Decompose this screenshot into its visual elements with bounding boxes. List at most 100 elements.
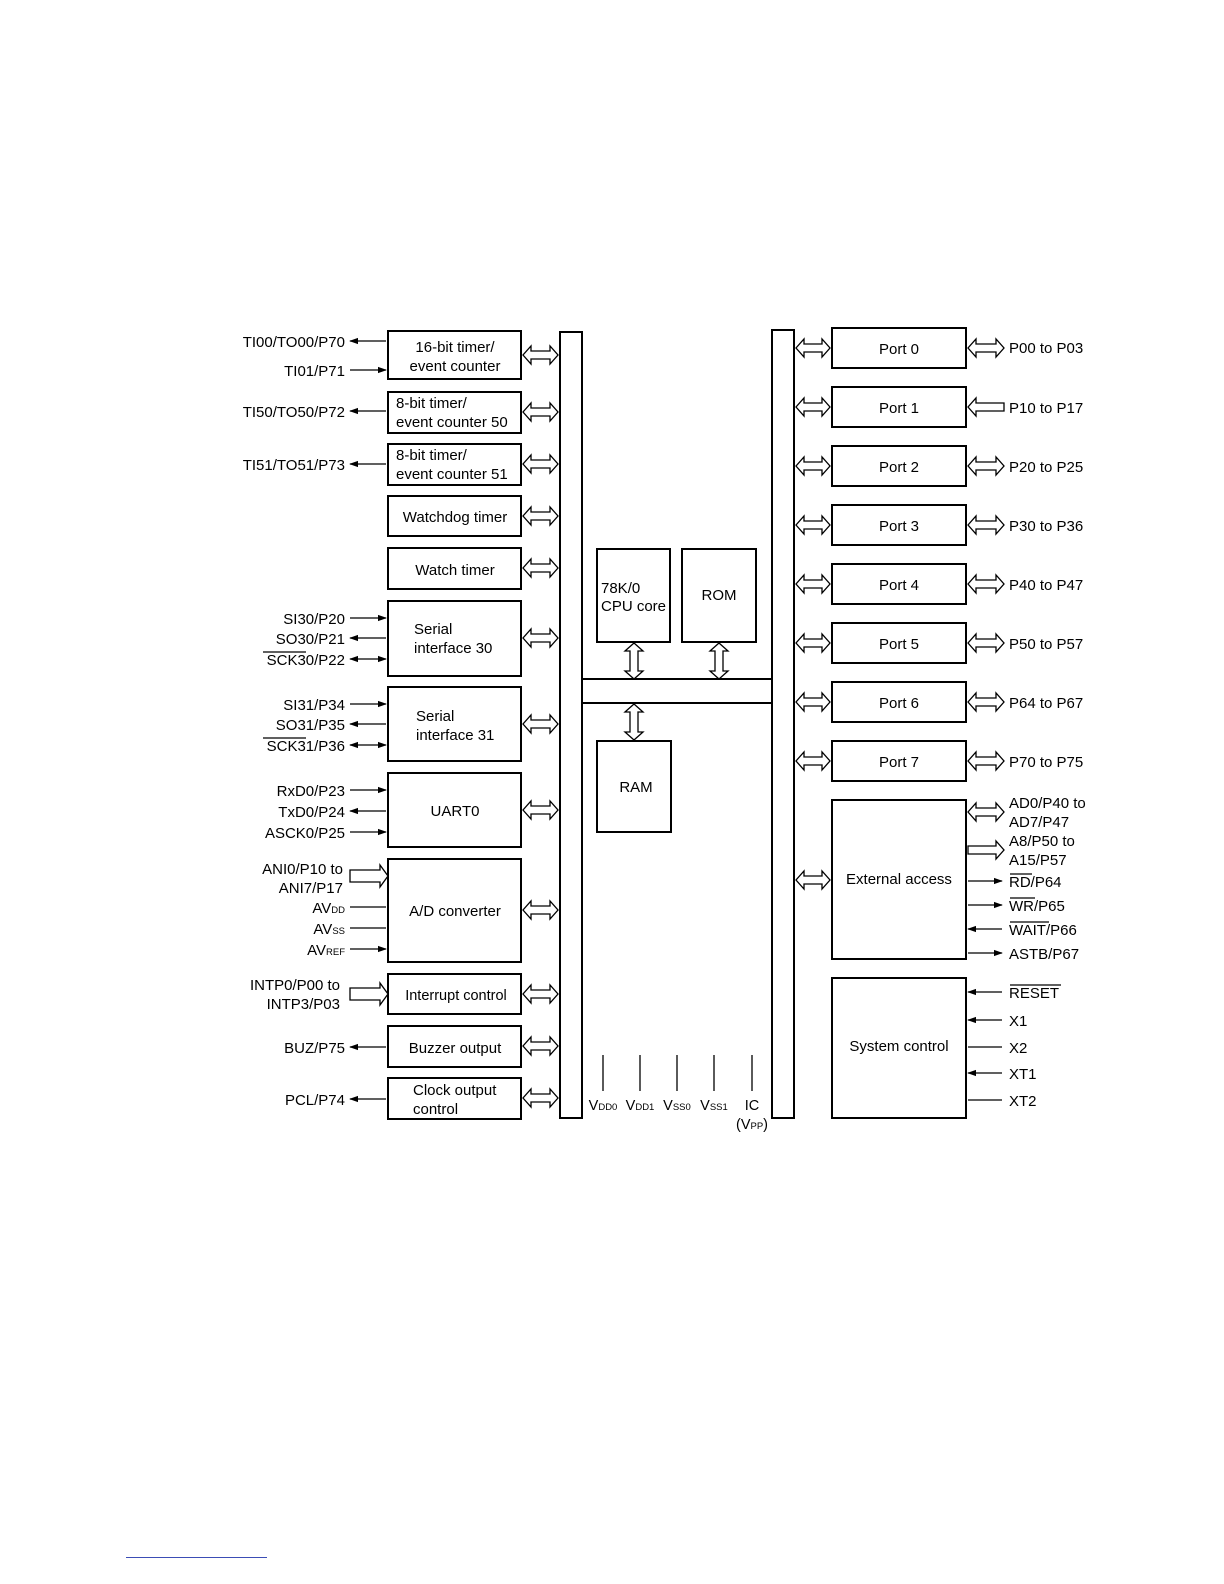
adc-bus-arrow bbox=[522, 899, 559, 921]
timer51-label-1: 8-bit timer/ bbox=[396, 447, 468, 464]
port-2-bus-arrow bbox=[795, 455, 831, 477]
port-6-label: Port 6 bbox=[879, 695, 919, 712]
rom-bus-arrow bbox=[708, 642, 730, 680]
port-6-pin-arrow bbox=[967, 691, 1005, 713]
ad-converter-label: A/D converter bbox=[409, 903, 501, 920]
timer51-bus-arrow bbox=[522, 453, 559, 475]
port-3-label: Port 3 bbox=[879, 518, 919, 535]
watch-timer-block: Watch timer bbox=[387, 547, 522, 590]
external-access-block: External access bbox=[831, 799, 967, 960]
port-0-pin-arrow bbox=[967, 337, 1005, 359]
pin-ani-label-2: ANI7/P17 bbox=[279, 880, 343, 897]
pin-a8-label-2: A15/P57 bbox=[1009, 852, 1067, 869]
pin-p4-label: P40 to P47 bbox=[1009, 577, 1083, 594]
pin-p3-label: P30 to P36 bbox=[1009, 518, 1083, 535]
pin-si31-label: SI31/P34 bbox=[283, 697, 345, 714]
timer50-label-1: 8-bit timer/ bbox=[396, 395, 468, 412]
pin-astb-label: ASTB/P67 bbox=[1009, 946, 1079, 963]
vss1-label: VSS1 bbox=[700, 1098, 728, 1114]
port-2-label: Port 2 bbox=[879, 459, 919, 476]
timer50-bus-arrow bbox=[522, 401, 559, 423]
ram-bus-arrow bbox=[623, 703, 645, 741]
right-pin-lines bbox=[967, 877, 1003, 1101]
serial30-label-1: Serial bbox=[414, 621, 452, 638]
port-0-label: Port 0 bbox=[879, 341, 919, 358]
pin-ti00-label: TI00/TO00/P70 bbox=[243, 334, 345, 351]
port-7-pin-arrow bbox=[967, 750, 1005, 772]
pin-so31-label: SO31/P35 bbox=[276, 717, 345, 734]
port-2-pin-arrow bbox=[967, 455, 1005, 477]
pin-p6-label: P64 to P67 bbox=[1009, 695, 1083, 712]
port-7-block: Port 7 bbox=[831, 740, 967, 782]
pin-p1-label: P10 to P17 bbox=[1009, 400, 1083, 417]
serial30-label-2: interface 30 bbox=[414, 640, 492, 657]
serial31-block: Serial interface 31 bbox=[387, 686, 522, 762]
uart0-bus-arrow bbox=[522, 799, 559, 821]
pin-avdd-label: AVDD bbox=[312, 900, 345, 917]
pin-ti50-label: TI50/TO50/P72 bbox=[243, 404, 345, 421]
cpu-core-label-2: CPU core bbox=[601, 598, 666, 615]
pin-ti51-label: TI51/TO51/P73 bbox=[243, 457, 345, 474]
pin-avref-label: AVREF bbox=[307, 942, 345, 959]
pin-txd0-label: TxD0/P24 bbox=[278, 804, 345, 821]
cpu-core-label-1: 78K/0 bbox=[601, 580, 640, 597]
port-0-block: Port 0 bbox=[831, 327, 967, 369]
vss0-label: VSS0 bbox=[663, 1098, 691, 1114]
pin-si30-label: SI30/P20 bbox=[283, 611, 345, 628]
pin-p7-label: P70 to P75 bbox=[1009, 754, 1083, 771]
ram-label: RAM bbox=[619, 779, 652, 796]
pin-so30-label: SO30/P21 bbox=[276, 631, 345, 648]
serial30-bus-arrow bbox=[522, 627, 559, 649]
address-data-pin-arrow bbox=[967, 801, 1005, 823]
right-internal-bus bbox=[771, 329, 795, 1119]
port-6-bus-arrow bbox=[795, 691, 831, 713]
port-1-bus-arrow bbox=[795, 396, 831, 418]
watchdog-timer-label: Watchdog timer bbox=[403, 509, 507, 526]
timer16-bus-arrow bbox=[522, 344, 559, 366]
port-5-block: Port 5 bbox=[831, 622, 967, 664]
pin-ti01-label: TI01/P71 bbox=[284, 363, 345, 380]
timer50-block: 8-bit timer/ event counter 50 bbox=[387, 391, 522, 434]
port-pin-arrows bbox=[967, 337, 1005, 861]
port-blocks: Port 0 Port 1 Port 2 Port 3 Port 4 Port … bbox=[831, 327, 967, 782]
footer-rule bbox=[126, 1557, 267, 1558]
port-4-bus-arrow bbox=[795, 573, 831, 595]
pin-sck30-label: SCK30/P22 bbox=[267, 652, 345, 669]
buzzer-output-block: Buzzer output bbox=[387, 1025, 522, 1068]
pin-p0-label: P00 to P03 bbox=[1009, 340, 1083, 357]
address-high-pin-arrow bbox=[967, 839, 1005, 861]
uart0-block: UART0 bbox=[387, 772, 522, 848]
timer51-block: 8-bit timer/ event counter 51 bbox=[387, 443, 522, 486]
pin-xt2-label: XT2 bbox=[1009, 1093, 1037, 1110]
pin-x1-label: X1 bbox=[1009, 1013, 1027, 1030]
pin-x2-label: X2 bbox=[1009, 1040, 1027, 1057]
power-pins: VDD0 VDD1 VSS0 VSS1 IC (VPP) bbox=[589, 1055, 768, 1133]
system-control-block: System control bbox=[831, 977, 967, 1119]
pin-reset-label: RESET bbox=[1009, 985, 1059, 1002]
serial31-label-1: Serial bbox=[416, 708, 454, 725]
ic-label: IC bbox=[745, 1098, 760, 1114]
timer16-label-1: 16-bit timer/ bbox=[415, 339, 495, 356]
pin-pcl-label: PCL/P74 bbox=[285, 1092, 345, 1109]
pin-ani-label-1: ANI0/P10 to bbox=[262, 861, 343, 878]
port-4-pin-arrow bbox=[967, 573, 1005, 595]
bidirectional-arrows bbox=[522, 337, 831, 1109]
port-1-pin-arrow bbox=[967, 396, 1005, 418]
port-7-bus-arrow bbox=[795, 750, 831, 772]
interrupt-bus-arrow bbox=[522, 983, 559, 1005]
port-5-bus-arrow bbox=[795, 632, 831, 654]
port-7-label: Port 7 bbox=[879, 754, 919, 771]
port-6-block: Port 6 bbox=[831, 681, 967, 723]
rom-block: ROM bbox=[681, 548, 757, 643]
intp-input-arrow bbox=[349, 981, 389, 1007]
left-pin-lines bbox=[349, 337, 387, 1103]
cpu-bus-arrow bbox=[623, 642, 645, 680]
vdd1-label: VDD1 bbox=[626, 1098, 655, 1114]
vdd0-label: VDD0 bbox=[589, 1098, 618, 1114]
right-pin-labels: P00 to P03 P10 to P17 P20 to P25 P30 to … bbox=[1009, 340, 1086, 1110]
timer50-label-2: event counter 50 bbox=[396, 414, 508, 431]
port-0-bus-arrow bbox=[795, 337, 831, 359]
interrupt-control-block: Interrupt control bbox=[387, 973, 522, 1015]
left-pin-labels: TI00/TO00/P70 TI01/P71 TI50/TO50/P72 TI5… bbox=[243, 334, 345, 1109]
port-3-block: Port 3 bbox=[831, 504, 967, 546]
